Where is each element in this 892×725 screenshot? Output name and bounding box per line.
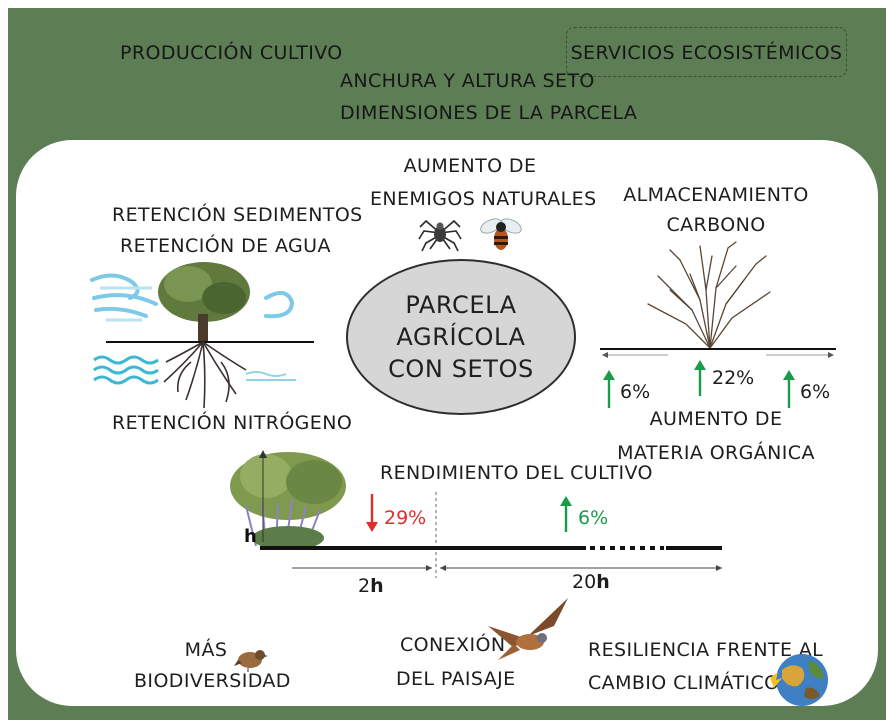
anchura-altura-label: ANCHURA Y ALTURA SETO: [340, 70, 595, 92]
twenty-h-label: 20h: [572, 570, 610, 594]
enemigos-label-1: AUMENTO DE: [403, 155, 537, 177]
servicios-ecosistemicos-label: SERVICIOS ECOSISTÉMICOS: [570, 42, 843, 64]
spider-icon: [418, 219, 462, 252]
produccion-cultivo-label: PRODUCCIÓN CULTIVO: [120, 42, 343, 64]
twenty-h-number: 20: [572, 571, 597, 593]
retencion-agua-label: RETENCIÓN DE AGUA: [120, 235, 331, 257]
conexion-label-1: CONEXIÓN: [400, 634, 506, 656]
almacenamiento-label: ALMACENAMIENTO: [623, 184, 809, 206]
two-h-label: 2h: [358, 574, 384, 598]
biodiversidad-label-2: BIODIVERSIDAD: [134, 670, 291, 692]
retencion-nitrogeno-label: RETENCIÓN NITRÓGENO: [112, 412, 353, 434]
resiliencia-label-2: CAMBIO CLIMÁTICO: [588, 672, 780, 694]
up-arrow-icon: [603, 370, 615, 408]
sparrow-icon: [234, 650, 268, 672]
height-arrow: [259, 450, 267, 542]
bee-icon: [480, 218, 522, 250]
enemigos-label-2: ENEMIGOS NATURALES: [370, 188, 597, 210]
agricola-text: AGRÍCOLA: [396, 323, 526, 351]
aumento-materia-label-1: AUMENTO DE: [649, 408, 783, 430]
up-arrow-icon: [783, 370, 795, 408]
hedge-icon: [230, 452, 346, 550]
yield-decrease-percent: 29%: [384, 507, 427, 529]
rendimiento-cultivo-label: RENDIMIENTO DEL CULTIVO: [380, 462, 653, 484]
globe-icon: [770, 654, 828, 706]
twenty-h-unit: h: [596, 571, 610, 593]
carbon-left-percent: 6%: [620, 381, 651, 403]
shrub-icon: [647, 241, 771, 349]
field-ground-line: [260, 492, 722, 578]
yield-increase-percent: 6%: [578, 507, 609, 529]
carbono-label: CARBONO: [666, 214, 766, 236]
up-arrow-icon: [560, 496, 572, 532]
parcela-text: PARCELA: [405, 291, 517, 319]
kestrel-icon: [488, 598, 568, 660]
tree-with-roots-icon: [90, 262, 314, 409]
up-arrow-icon: [694, 360, 706, 396]
soil-line-arrows: [600, 348, 836, 358]
two-h-unit: h: [370, 575, 384, 597]
retencion-sedimentos-label: RETENCIÓN SEDIMENTOS: [112, 204, 363, 226]
aumento-materia-label-2: MATERIA ORGÁNICA: [617, 442, 815, 464]
resiliencia-label-1: RESILIENCIA FRENTE AL: [588, 639, 824, 661]
biodiversidad-label-1: MÁS: [184, 639, 228, 661]
white-panel: [16, 140, 878, 706]
height-h-label: h: [244, 526, 257, 547]
conexion-label-2: DEL PAISAJE: [396, 668, 516, 690]
carbon-right-percent: 6%: [800, 381, 831, 403]
central-oval: PARCELA AGRÍCOLA CON SETOS: [346, 259, 576, 415]
carbon-center-percent: 22%: [712, 367, 755, 389]
dimensiones-parcela-label: DIMENSIONES DE LA PARCELA: [340, 102, 638, 124]
two-h-number: 2: [358, 575, 371, 597]
down-arrow-icon: [366, 494, 378, 532]
con-setos-text: CON SETOS: [388, 355, 534, 383]
servicios-ecosistemicos-box: [566, 27, 847, 77]
